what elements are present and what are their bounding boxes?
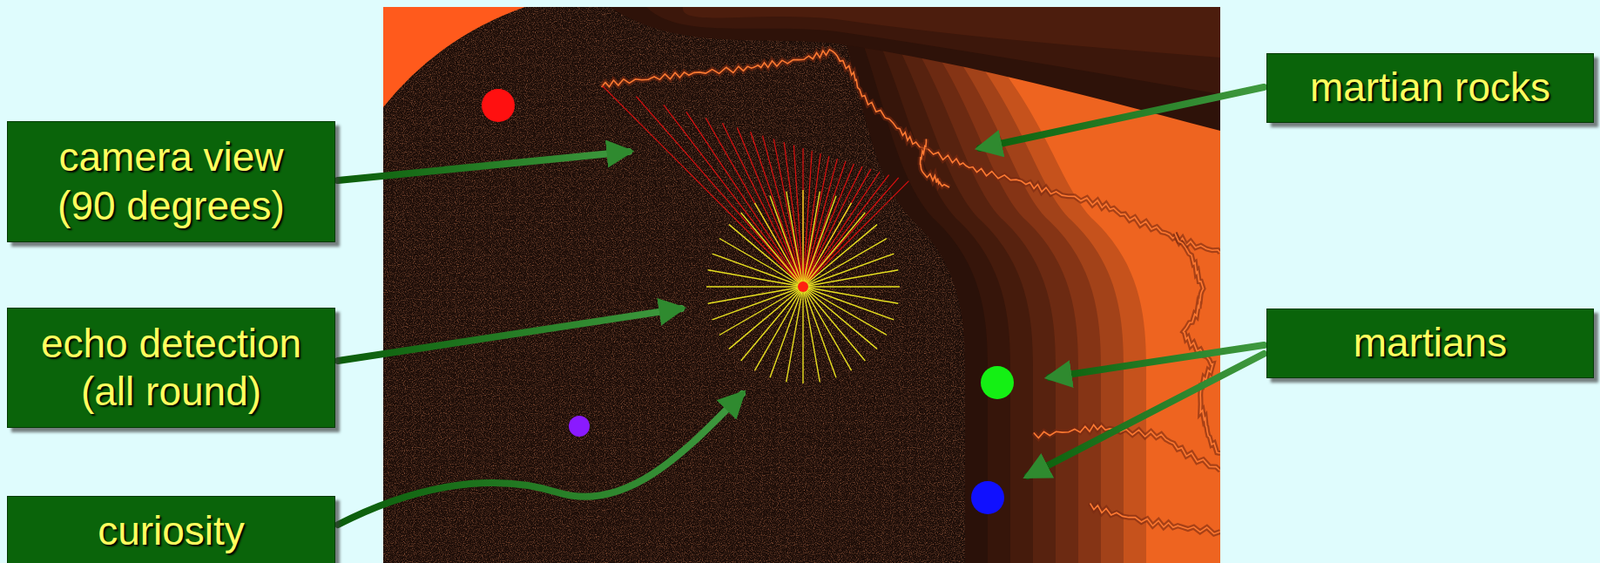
ridge-glow	[601, 49, 1221, 253]
camera-ray	[705, 117, 804, 287]
echo-ray	[719, 238, 804, 288]
label-box: martians	[1266, 308, 1594, 379]
camera-ray	[773, 138, 804, 287]
ridge-glow	[1033, 424, 1221, 471]
camera-ray	[635, 96, 804, 287]
sensor-rays	[601, 85, 909, 384]
ridge-glow	[920, 138, 951, 188]
rock-band	[609, 6, 1221, 131]
echo-ray	[802, 189, 804, 287]
camera-ray	[802, 148, 804, 287]
label-box: martian rocks	[1266, 53, 1594, 123]
camera-ray	[803, 171, 880, 287]
echo-ray	[803, 270, 898, 287]
camera-ray	[601, 85, 804, 287]
rock-bands	[609, 6, 1221, 563]
leader-arrow	[979, 87, 1264, 149]
rock-ridge	[601, 49, 1221, 534]
echo-ray	[786, 191, 804, 287]
camera-ray	[750, 131, 804, 287]
camera-ray	[803, 163, 854, 287]
echo-ray	[755, 286, 804, 371]
label-text: curiosity	[97, 506, 245, 555]
martian-red	[481, 88, 515, 122]
ridge-line	[1174, 232, 1221, 453]
ridge-line	[1033, 424, 1221, 471]
camera-ray	[803, 177, 899, 287]
echo-ray	[803, 253, 894, 287]
ridge-line	[601, 49, 1221, 253]
martian-blue	[971, 480, 1005, 514]
echo-ray	[803, 286, 837, 378]
label-text: martian rocks	[1309, 63, 1551, 112]
rock-band	[646, 6, 1221, 95]
leader-arrow	[337, 151, 629, 181]
echo-ray	[803, 286, 820, 382]
curiosity-rover	[797, 281, 809, 292]
leader-arrow	[337, 393, 743, 525]
echo-ray	[803, 285, 900, 287]
martian-purple	[568, 415, 590, 437]
ground	[383, 6, 1221, 563]
leader-arrow	[1027, 353, 1264, 476]
ridge-glow	[1090, 503, 1221, 534]
label-text: martians	[1353, 318, 1507, 367]
ridge-line	[1090, 503, 1221, 534]
label-box: camera view (90 degrees)	[6, 121, 336, 243]
echo-ray	[706, 285, 804, 287]
echo-ray	[803, 286, 887, 336]
label-box: curiosity	[6, 495, 336, 563]
camera-ray	[803, 181, 909, 287]
echo-ray	[708, 286, 804, 304]
rock-band	[682, 6, 1221, 58]
label-text: camera view (90 degrees)	[40, 133, 303, 230]
mars-ground	[383, 6, 1221, 563]
camera-ray	[686, 111, 804, 287]
echo-ray	[741, 212, 804, 287]
camera-ray	[803, 175, 890, 287]
camera-ray	[762, 135, 804, 287]
leader-arrow	[337, 308, 682, 361]
label-text: echo detection (all round)	[27, 319, 316, 416]
ground-texture	[383, 6, 1221, 563]
echo-ray	[729, 286, 804, 349]
echo-ray	[803, 286, 865, 361]
camera-ray	[736, 128, 804, 287]
camera-ray	[663, 104, 804, 287]
camera-ray	[803, 168, 871, 287]
ridge-glow	[1174, 232, 1221, 453]
camera-ray	[783, 141, 804, 287]
martian-green	[980, 365, 1014, 399]
echo-ray	[712, 286, 804, 320]
ridge-line	[920, 138, 951, 188]
echo-ray	[803, 224, 878, 287]
leader-arrows	[337, 87, 1264, 525]
echo-ray	[803, 202, 852, 287]
label-box: echo detection (all round)	[6, 307, 336, 428]
echo-ray	[802, 286, 804, 384]
echo-ray	[769, 195, 804, 287]
